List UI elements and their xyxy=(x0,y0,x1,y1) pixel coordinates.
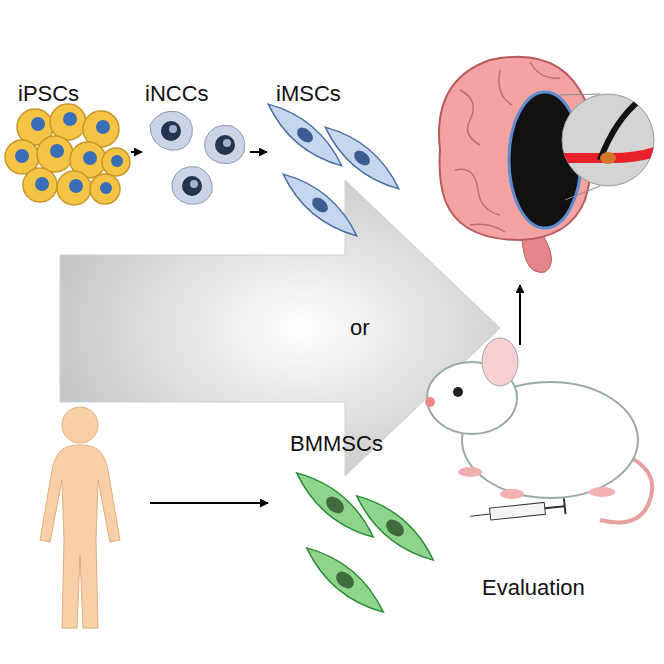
cell-group: iMSCs xyxy=(268,82,402,242)
big-arrow xyxy=(60,180,500,476)
cell-label: iMSCs xyxy=(276,82,402,106)
source-arrow xyxy=(150,502,268,504)
imsc-nuclei xyxy=(294,125,373,216)
ipsc-nuclei xyxy=(15,112,123,194)
evaluation-arrow xyxy=(519,285,521,345)
cell-group: BMMSCs xyxy=(282,432,442,612)
bmmsc-nuclei xyxy=(323,493,407,592)
bmmsc-cells xyxy=(289,464,440,621)
zoom-circle xyxy=(562,94,654,186)
ipsc-cells xyxy=(5,104,130,205)
free-label: Evaluation xyxy=(482,576,585,600)
zoom-line xyxy=(560,94,600,95)
cell-label: BMMSCs xyxy=(290,432,442,456)
cell-group: iPSCs xyxy=(6,82,130,204)
cell-group: iNCCs xyxy=(143,82,249,204)
mouse xyxy=(425,338,652,523)
process-arrow xyxy=(250,151,267,153)
cell-label: iNCCs xyxy=(145,82,249,106)
human-figure xyxy=(40,407,120,628)
syringe xyxy=(469,498,565,524)
zoom-content xyxy=(560,100,660,164)
zoom-line xyxy=(565,186,600,200)
incc-cells xyxy=(150,111,245,204)
process-arrow xyxy=(131,151,142,153)
cell-label: iPSCs xyxy=(18,82,130,106)
imsc-cells xyxy=(261,96,406,245)
free-label: or xyxy=(350,316,370,340)
